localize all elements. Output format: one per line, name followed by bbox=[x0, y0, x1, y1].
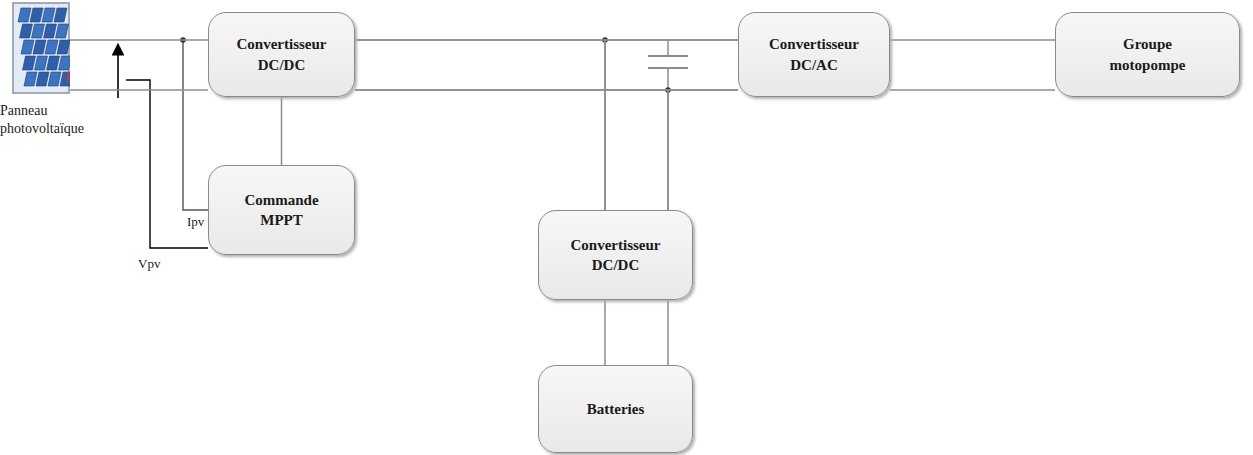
box-title: Groupe motopompe bbox=[1098, 34, 1198, 75]
node-label: Panneau photovoltaïque bbox=[0, 102, 100, 138]
power-connection bbox=[355, 40, 738, 90]
box-title: Convertisseur DC/DC bbox=[226, 34, 338, 75]
panel-cell bbox=[45, 40, 58, 54]
power-connection bbox=[355, 40, 668, 210]
box-title: Batteries bbox=[560, 399, 672, 419]
power-connection bbox=[281, 97, 282, 165]
capacitor-lead bbox=[667, 68, 669, 90]
process-box: Groupe motopompe bbox=[1055, 12, 1240, 97]
panel-cell bbox=[23, 56, 36, 70]
panel-cell bbox=[32, 24, 45, 38]
wire bbox=[667, 300, 669, 365]
power-connection bbox=[70, 40, 208, 90]
wire bbox=[355, 90, 668, 210]
power-connection bbox=[605, 300, 668, 365]
process-box: Convertisseur DC/DC bbox=[208, 12, 355, 97]
wire bbox=[890, 39, 1055, 41]
panel-cell bbox=[33, 40, 46, 54]
panel-cell bbox=[57, 40, 70, 54]
panel-cell bbox=[60, 72, 70, 86]
panel-frame bbox=[13, 3, 69, 93]
wire bbox=[281, 97, 283, 165]
panel-cell bbox=[48, 72, 61, 86]
power-connection bbox=[890, 40, 1055, 90]
wire bbox=[70, 39, 208, 41]
wire bbox=[70, 89, 208, 91]
capacitor-lead bbox=[667, 40, 669, 56]
process-box: Convertisseur DC/AC bbox=[738, 12, 890, 97]
wire bbox=[355, 40, 605, 210]
current-sense-wire bbox=[183, 40, 208, 210]
panel-cell bbox=[24, 72, 37, 86]
wire bbox=[605, 40, 738, 210]
solar-panel-picture bbox=[12, 2, 70, 94]
process-box: Batteries bbox=[538, 365, 693, 453]
panel-cell bbox=[54, 8, 67, 22]
wire bbox=[604, 300, 606, 365]
panel-cell bbox=[18, 8, 31, 22]
wire bbox=[668, 90, 738, 210]
wire bbox=[890, 89, 1055, 91]
terminal-mark bbox=[67, 72, 69, 82]
panel-cell bbox=[56, 24, 69, 38]
panel-cell bbox=[30, 8, 43, 22]
panel-cell bbox=[36, 72, 49, 86]
capacitor-plate bbox=[648, 55, 688, 57]
box-title: Commande MPPT bbox=[227, 190, 337, 231]
signal-name: Vpv bbox=[138, 256, 160, 272]
voltage-sense-wire bbox=[126, 80, 208, 248]
panel-cell bbox=[42, 8, 55, 22]
panel-cell bbox=[47, 56, 60, 70]
panel-cell bbox=[59, 56, 71, 70]
process-box: Convertisseur DC/DC bbox=[538, 210, 693, 300]
panel-cell bbox=[21, 40, 34, 54]
power-connection bbox=[605, 40, 738, 210]
panel-cell bbox=[20, 24, 33, 38]
signal-name: Ipv bbox=[187, 214, 204, 230]
box-title: Convertisseur DC/AC bbox=[758, 34, 870, 75]
panel-caption: Panneau photovoltaïque bbox=[0, 102, 100, 138]
panel-cell bbox=[35, 56, 48, 70]
process-box: Commande MPPT bbox=[208, 165, 355, 255]
solar-panel: Panneau photovoltaïque bbox=[12, 2, 70, 94]
box-title: Convertisseur DC/DC bbox=[560, 235, 672, 276]
panel-cell bbox=[44, 24, 57, 38]
